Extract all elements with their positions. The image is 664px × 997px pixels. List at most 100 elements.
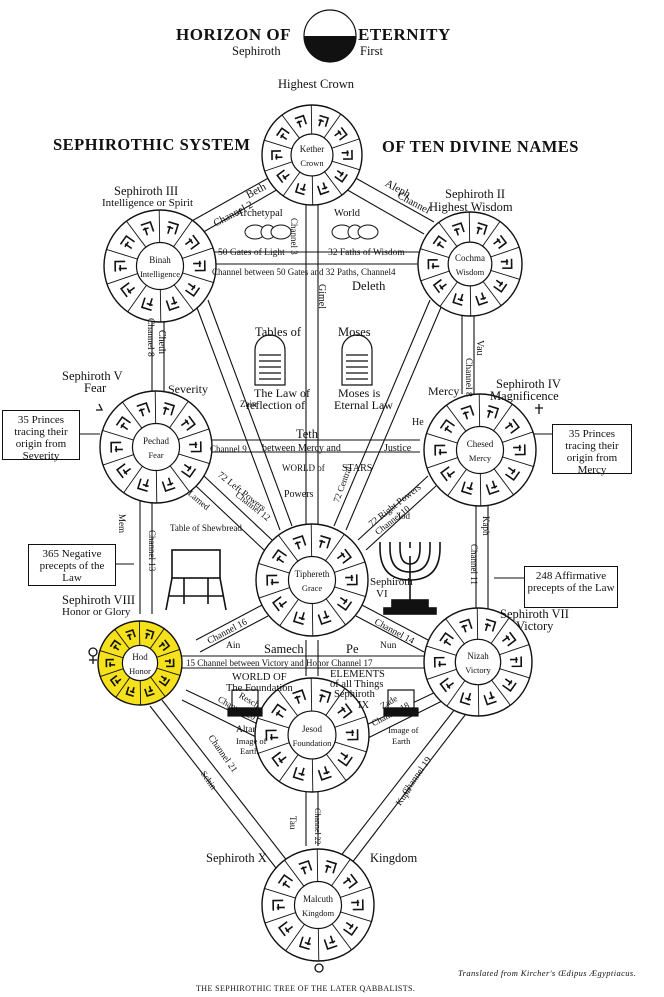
image-earth-label-2: Earth [392, 736, 411, 746]
mercy-label: Mercy [428, 384, 460, 398]
channel-8-right-label: Channel 8 [463, 358, 473, 397]
altar-icon [227, 689, 419, 717]
channel-line [195, 603, 265, 641]
bottom-caption: THE SEPHIROTHIC TREE OF THE LATER QABBAL… [196, 984, 416, 993]
sephira-binah-meaning: Intelligence [139, 269, 181, 279]
channel-line [355, 615, 425, 653]
winged-heads [244, 224, 379, 240]
samech-label: Samech [264, 642, 304, 656]
channel-13-label: Channel 13 [147, 530, 157, 572]
moses-eternal-line1: Moses is [338, 386, 381, 400]
sephiroth-iii-sub: Intelligence or Spirit [102, 197, 194, 209]
faths-of-wisdom-label: 32 Faths of Wisdom [328, 248, 405, 258]
channel-8-left-label: Channel 8 [145, 318, 155, 357]
sephiroth-x-label: Sephiroth X [206, 851, 267, 865]
sephira-tiphereth-name: Tiphereth [294, 569, 330, 579]
sephiroth-iii-label: Sephiroth III [114, 184, 179, 198]
channels [80, 175, 552, 869]
channel-line [347, 705, 473, 869]
sephira-nizah-name: Nizah [467, 651, 489, 661]
sephira-cochma-meaning: Wisdom [455, 267, 485, 277]
channel-line [335, 699, 463, 863]
between-mercy-label: between Mercy and [262, 443, 341, 454]
powers-label: Powers [284, 489, 314, 500]
kingdom-label: Kingdom [370, 851, 418, 865]
zain-label: Zain [240, 399, 257, 409]
first-label: First [360, 44, 383, 58]
law-reflection-line2: reflection of [246, 398, 305, 412]
table-shewbread-label: Table of Shewbread [170, 523, 242, 533]
channel-line [357, 475, 429, 541]
sephira-malcuth [261, 848, 375, 962]
justice-label: Justice [384, 443, 412, 454]
sephira-cochma [417, 211, 523, 317]
sephiroth-circles [97, 104, 537, 962]
cheth-label: Cheth [156, 330, 167, 354]
channel-between-label: Channel between 50 Gates and 32 Paths, C… [212, 267, 396, 277]
menorah-icon [379, 542, 441, 615]
stars-label: STARS [342, 463, 373, 474]
iod-label: Iod [398, 511, 410, 521]
sephira-tiphereth-meaning: Grace [301, 583, 323, 593]
sephira-chesed-meaning: Mercy [468, 453, 492, 463]
horizon-left-title: HORIZON OF [176, 25, 292, 44]
sephiroth-label: Sephiroth [232, 44, 281, 58]
sephira-kether [261, 104, 363, 206]
deleth-label: Deleth [352, 279, 386, 293]
horizon-emblem [303, 9, 357, 63]
nun-label: Nun [380, 641, 397, 651]
sephiroth-viii-label: Sephiroth VIII [62, 593, 136, 607]
channel-9-label: Channel 9 [210, 444, 247, 454]
sephira-pechad [99, 390, 213, 504]
gimel-label: Gimel [316, 284, 327, 309]
sephira-nizah [423, 607, 533, 717]
channel-line [365, 485, 437, 551]
system-left-title: SEPHIROTHIC SYSTEM [53, 135, 251, 154]
channel-line [181, 699, 259, 739]
channel-line [333, 299, 431, 527]
planet-symbols [88, 403, 543, 973]
sephira-cochma-name: Cochma [455, 253, 485, 263]
world-of-foundation-label: WORLD OF [232, 672, 287, 683]
sephira-nizah-meaning: Victory [465, 665, 491, 675]
channel-22-label: Channel 22 [313, 808, 322, 845]
sephira-jesod-name: Jesod [302, 724, 322, 734]
sephira-tiphereth [255, 523, 369, 637]
world-label: World [334, 208, 360, 219]
ain-label: Ain [226, 641, 241, 651]
sephira-pechad-meaning: Fear [148, 450, 164, 460]
highest-crown-label: Highest Crown [277, 77, 355, 91]
channel-line [185, 689, 263, 727]
left-princes-box: 35 Princes tracing their origin from Sev… [2, 410, 80, 462]
channel-line [195, 304, 281, 531]
moses-label: Moses [338, 325, 371, 339]
kaph-label: Kaph [481, 516, 491, 536]
the-foundation-label: The Foundation [226, 683, 293, 694]
channel-3-label: Channel 3 [289, 218, 299, 255]
system-right-title: OF TEN DIVINE NAMES [382, 137, 579, 156]
sephiroth-vi-label: Sephiroth [370, 576, 413, 588]
channel-line [189, 175, 273, 223]
tablets-icon [254, 334, 373, 386]
moses-eternal-line2: Eternal Law [334, 398, 393, 412]
sephiroth-iv-sub: Magnificence [490, 389, 559, 403]
archetypal-label: Archetypal [236, 208, 283, 219]
of-all-things-label: of all Things [330, 679, 384, 690]
sephira-malcuth-meaning: Kingdom [301, 908, 335, 918]
sephira-binah-name: Binah [149, 255, 171, 265]
channel-line [199, 615, 269, 653]
channel-11-label: Channel 11 [469, 544, 479, 585]
sephiroth-vii-sub: Victory [516, 619, 554, 633]
law-reflection-line1: The Law of [254, 386, 310, 400]
negative-precepts-box: 365 Negative precepts of the Law [28, 544, 116, 586]
channel-line [199, 187, 281, 235]
tau-label: Tau [288, 816, 298, 830]
sephiroth-vi-num: VI [376, 588, 388, 600]
sephiroth-ii-sub: Highest Wisdom [429, 200, 513, 214]
gates-of-light-label: 50 Gates of Light [218, 248, 285, 258]
sephira-hod-name: Hod [132, 652, 148, 662]
image-earth-label-1: Image of [388, 725, 419, 735]
right-princes-box: 35 Princes tracing their origin from Mer… [552, 424, 632, 476]
channel-line [161, 699, 289, 863]
